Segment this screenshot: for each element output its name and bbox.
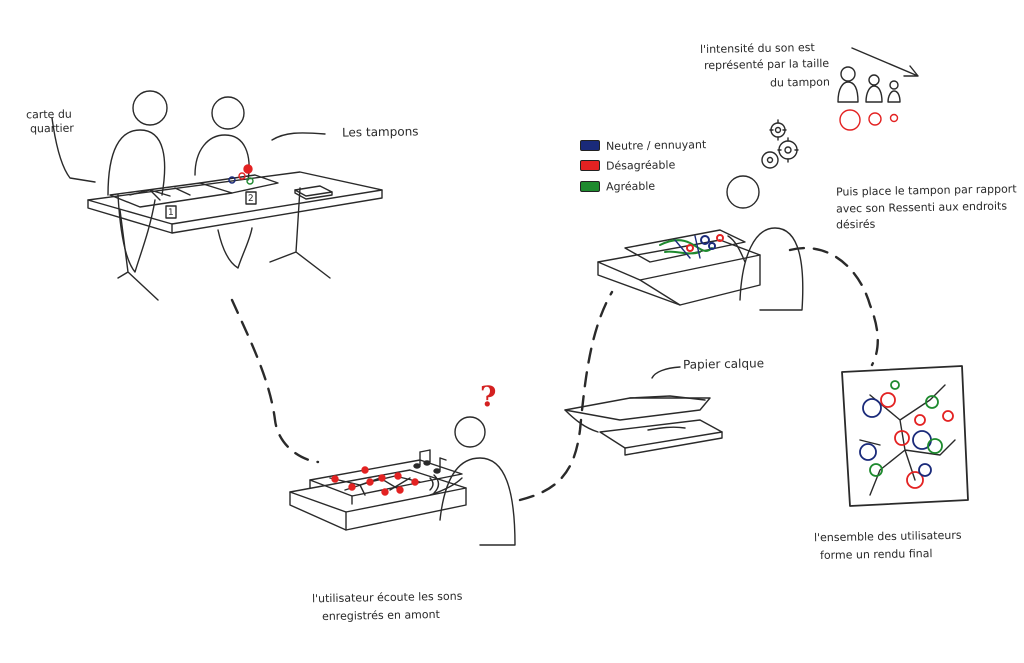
- stamp-marks: [659, 234, 724, 259]
- sound-wave-icon: [429, 474, 440, 494]
- card-2: [245, 191, 257, 205]
- legend-swatch: [580, 140, 600, 151]
- ecoute-label-1: l'utilisateur écoute les sons: [311, 589, 463, 606]
- dashed-flow-path: [230, 247, 879, 502]
- ecoute-label-2: enregistrés en amont: [321, 607, 440, 624]
- legend-item-desagreable: Désagréable: [580, 158, 675, 173]
- person-head: [454, 416, 486, 448]
- card-1: [165, 205, 177, 219]
- card-2-number: 2: [247, 193, 254, 205]
- intensite-label-2: représenté par la taille: [703, 56, 830, 73]
- tracing-paper-scene: [564, 366, 723, 456]
- placing-scene: [597, 47, 919, 311]
- table-scene: [51, 90, 383, 301]
- intensity-figures: [837, 47, 919, 131]
- legend-item-neutre: Neutre / ennuyant: [580, 138, 706, 153]
- gear-icon: [761, 119, 799, 169]
- carte-label-1: carte du: [25, 107, 72, 122]
- intensite-label-3: du tampon: [769, 75, 831, 90]
- legend-swatch: [580, 160, 600, 171]
- listening-scene: [289, 416, 516, 546]
- intensite-label-1: l'intensité du son est: [699, 40, 815, 57]
- person-body: [107, 129, 166, 196]
- final-map: [841, 365, 969, 507]
- person-body: [739, 227, 804, 311]
- ensemble-label-2: forme un rendu final: [819, 547, 933, 562]
- person-body: [439, 457, 516, 546]
- papier-label: Papier calque: [682, 356, 765, 372]
- person-head: [132, 90, 168, 126]
- card-1-number: 1: [167, 207, 174, 219]
- ensemble-label-1: l'ensemble des utilisateurs: [813, 528, 962, 545]
- legend-item-agreable: Agréable: [580, 180, 655, 193]
- place-label-3: désirés: [835, 217, 876, 232]
- person-head: [211, 96, 245, 130]
- sound-points: [331, 466, 419, 496]
- music-note-icon: [413, 449, 447, 474]
- legend-swatch: [580, 181, 600, 192]
- carte-label-2: quartier: [29, 121, 75, 136]
- question-mark: ?: [480, 380, 497, 413]
- person-body: [194, 134, 250, 181]
- tampons-label: Les tampons: [341, 124, 419, 140]
- person-head: [726, 175, 760, 209]
